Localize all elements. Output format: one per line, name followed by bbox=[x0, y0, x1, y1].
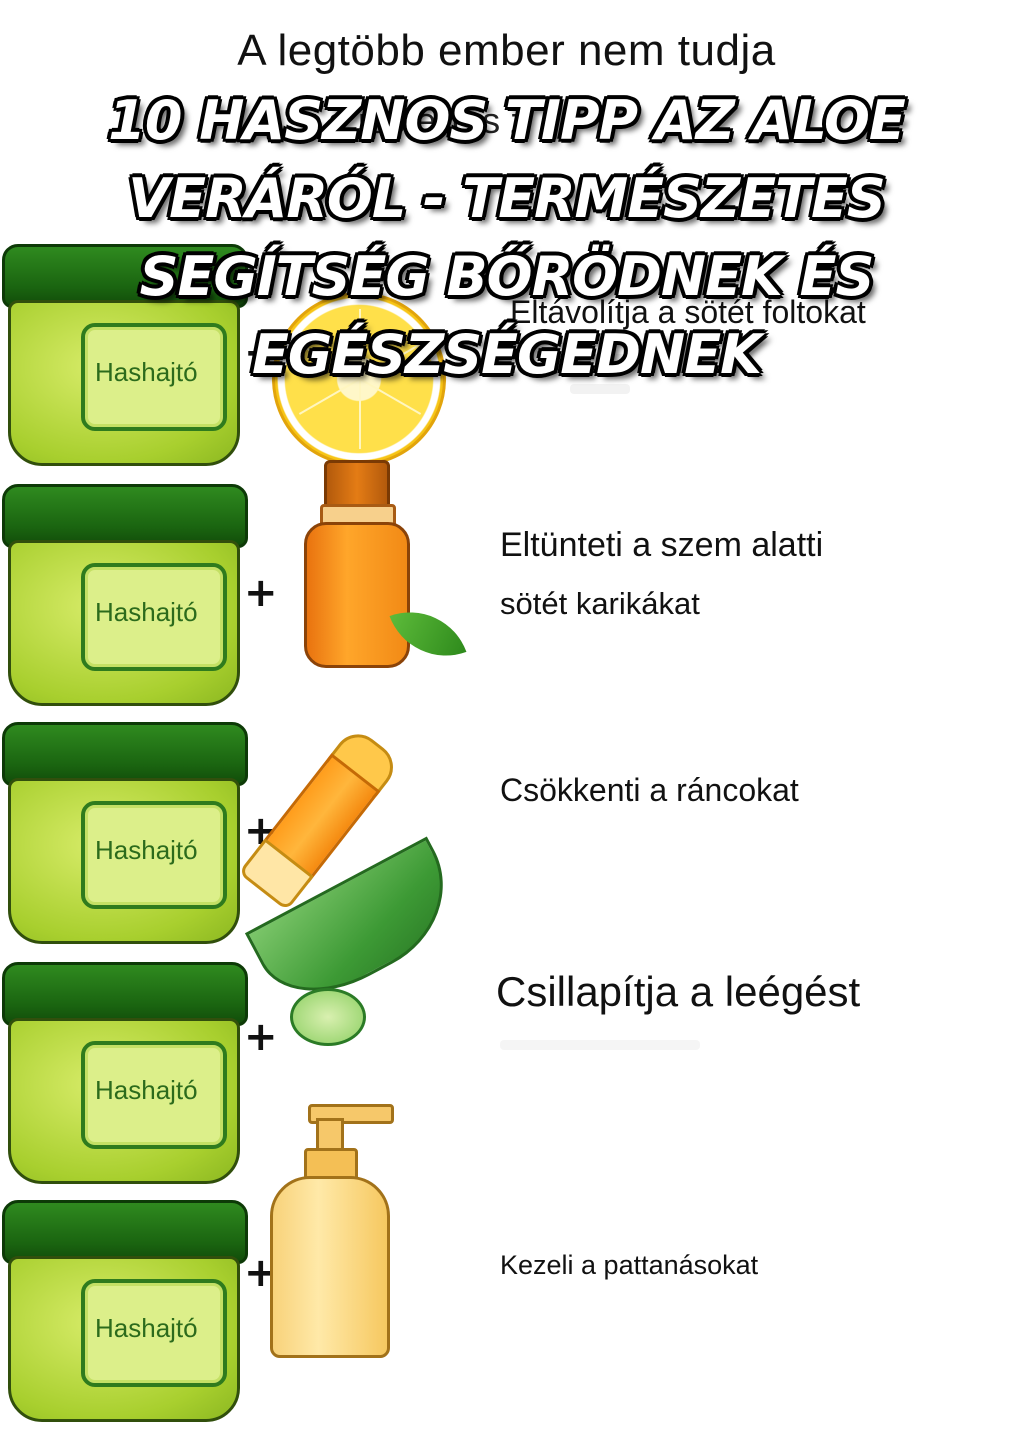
lemon-icon bbox=[272, 292, 446, 466]
subtitle-partial: z a ipp elle s z bbox=[300, 100, 529, 141]
caption: Kezeli a pattanásokat bbox=[500, 1250, 759, 1280]
plus-sign: + bbox=[244, 330, 278, 376]
jar-icon: Hashajtó bbox=[0, 244, 250, 484]
jar-icon: Hashajtó bbox=[0, 722, 250, 962]
list-item-stick: Hashajtó + Csökkenti a ráncokat bbox=[0, 722, 1013, 962]
caption: Csökkenti a ráncokat bbox=[500, 772, 799, 808]
plus-sign: + bbox=[244, 570, 278, 616]
jar-label: Hashajtó bbox=[95, 835, 198, 865]
jar-label: Hashajtó bbox=[95, 1075, 198, 1105]
caption: Csillapítja a leégést bbox=[496, 968, 861, 1015]
jar-icon: Hashajtó bbox=[0, 1200, 250, 1440]
list-item-lemon: Hashajtó + Eltávolítja a sötét foltokat bbox=[0, 244, 1013, 484]
oil-bottle-icon bbox=[300, 460, 410, 670]
list-item-pump: Hashajtó + Kezeli a pattanásokat bbox=[0, 1104, 1013, 1422]
caption-line-1: Eltünteti a szem alatti bbox=[500, 526, 824, 564]
jar-icon: Hashajtó bbox=[0, 962, 250, 1202]
top-subtitle: A legtöbb ember nem tudja bbox=[237, 26, 776, 75]
plus-sign: + bbox=[244, 1014, 278, 1060]
jar-icon: Hashajtó bbox=[0, 484, 250, 724]
jar-label: Hashajtó bbox=[95, 1313, 198, 1343]
headline-overlay: 10 hasznos tipp az aloe veráról - termés… bbox=[108, 89, 905, 386]
pump-bottle-icon bbox=[268, 1104, 398, 1358]
aloe-leaf-icon bbox=[244, 836, 500, 1092]
jar-label: Hashajtó bbox=[95, 357, 198, 387]
jar-label: Hashajtó bbox=[95, 597, 198, 627]
list-item-oil: Hashajtó + Eltünteti a szem alatti sötét… bbox=[0, 460, 1013, 724]
caption-line-2: sötét karikákat bbox=[500, 586, 700, 621]
list-item-aloe: Hashajtó + Csillapítja a leégést bbox=[0, 836, 1013, 1202]
caption: Eltávolítja a sötét foltokat bbox=[510, 294, 866, 330]
